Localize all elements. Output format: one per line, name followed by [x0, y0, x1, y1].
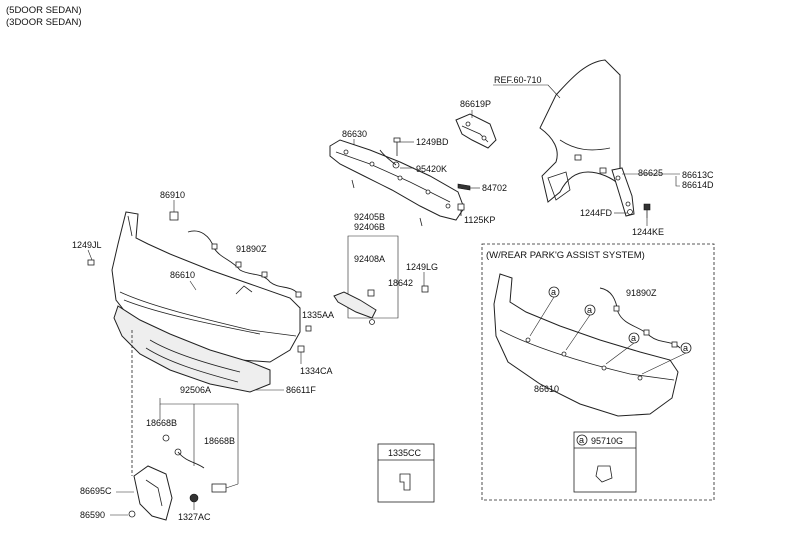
part-86590-grommet — [128, 510, 136, 518]
part-1335aa-clip — [305, 325, 312, 332]
sensor-marker-a-1: a — [548, 286, 560, 298]
label-86610: 86610 — [170, 270, 195, 280]
label-inset-91890z: 91890Z — [626, 288, 657, 298]
label-1125kp: 1125KP — [464, 215, 495, 225]
sensor-marker-a-3: a — [628, 332, 640, 344]
part-1125kp-bolt — [457, 203, 465, 216]
svg-text:a: a — [631, 333, 636, 343]
label-1249jl: 1249JL — [72, 240, 102, 250]
svg-text:a: a — [683, 343, 688, 353]
part-18668b-lamp-a — [162, 434, 205, 469]
label-1249bd: 1249BD — [416, 137, 449, 147]
label-1249lg: 1249LG — [406, 262, 438, 272]
inset-park-assist-frame — [481, 243, 715, 501]
label-1327ac: 1327AC — [178, 512, 211, 522]
box-95710g-marker: a — [579, 435, 584, 445]
label-86613c: 86613C — [682, 170, 714, 180]
part-86611f-lower-garnish — [113, 305, 271, 393]
label-86625: 86625 — [638, 168, 663, 178]
label-86910: 86910 — [160, 190, 185, 200]
part-84702-retainer — [457, 183, 471, 191]
part-86619p-bracket — [455, 113, 497, 149]
label-18642: 18642 — [388, 278, 413, 288]
label-95420k: 95420K — [416, 164, 447, 174]
label-1244fd: 1244FD — [580, 208, 613, 218]
part-18642-bulb — [369, 319, 375, 325]
label-86695c: 86695C — [80, 486, 112, 496]
label-92408a: 92408A — [354, 254, 385, 264]
label-92506a: 92506A — [180, 385, 211, 395]
part-1327ac-nut — [189, 493, 199, 503]
quarter-panel-reference — [539, 59, 621, 203]
label-1335aa: 1335AA — [302, 310, 334, 320]
part-1334ca-nut — [297, 345, 305, 353]
label-ref-60-710: REF.60-710 — [494, 75, 542, 85]
box-1335cc — [377, 443, 435, 503]
label-18668b-b: 18668B — [204, 436, 235, 446]
part-1244ke-bolt — [643, 203, 651, 218]
part-18668b-lamp-b — [211, 483, 227, 493]
bracket-group-box — [347, 235, 399, 319]
header-line-2: (3DOOR SEDAN) — [6, 17, 81, 28]
inset-wiring-91890z — [599, 287, 681, 349]
label-1244ke: 1244KE — [632, 227, 664, 237]
header-line-1: (5DOOR SEDAN) — [6, 5, 81, 16]
part-91890z-wiring-harness — [187, 230, 302, 298]
part-92408a-socket — [367, 289, 375, 297]
svg-text:a: a — [551, 287, 556, 297]
part-86695c-bracket — [133, 465, 173, 521]
part-86610-bumper-cover — [111, 211, 301, 363]
inset-title: (W/REAR PARK'G ASSIST SYSTEM) — [486, 250, 645, 261]
box-95710g — [573, 431, 637, 493]
part-92405b-reflector — [333, 291, 377, 319]
label-91890z: 91890Z — [236, 244, 267, 254]
part-1249lg-screw — [421, 285, 429, 293]
part-1244fd-screw — [627, 209, 633, 215]
label-1334ca: 1334CA — [300, 366, 333, 376]
inset-bumper-with-sensors — [493, 273, 679, 417]
box-1335cc-label: 1335CC — [388, 448, 422, 458]
label-inset-86610: 86610 — [534, 384, 559, 394]
box-95710g-label: 95710G — [591, 436, 623, 446]
part-86630-rail-bracket — [329, 139, 465, 227]
label-86614d: 86614D — [682, 180, 714, 190]
part-86625-bracket — [611, 167, 635, 217]
part-1249bd-bolt — [393, 137, 401, 156]
label-92406b: 92406B — [354, 222, 385, 232]
label-18668b-a: 18668B — [146, 418, 177, 428]
sensor-marker-a-2: a — [584, 304, 596, 316]
part-1249jl-screw — [87, 259, 95, 266]
label-84702: 84702 — [482, 183, 507, 193]
label-86590: 86590 — [80, 510, 105, 520]
sensor-marker-a-4: a — [680, 342, 692, 354]
svg-text:a: a — [587, 305, 592, 315]
label-86611f: 86611F — [286, 385, 316, 395]
label-92405b: 92405B — [354, 212, 385, 222]
part-95420k-sensor — [379, 149, 400, 169]
part-86910-clip — [169, 211, 179, 221]
label-86619p: 86619P — [460, 99, 491, 109]
label-86630: 86630 — [342, 129, 367, 139]
